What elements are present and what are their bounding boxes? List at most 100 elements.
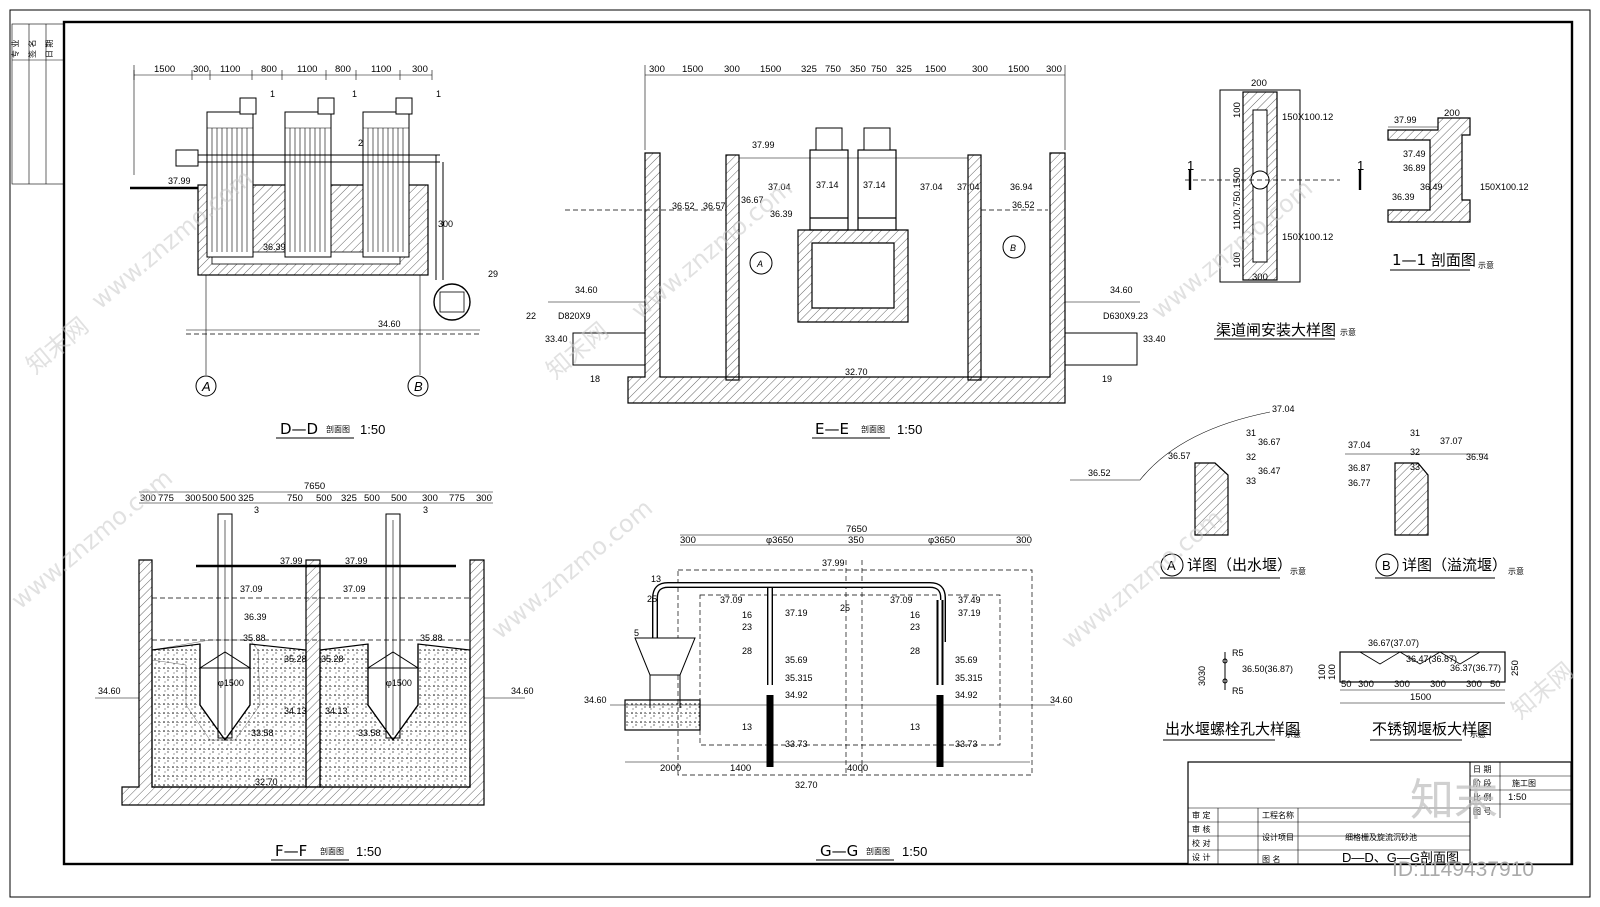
dd-elev-0: 37.99 <box>168 176 191 186</box>
db-title: 详图（溢流堰） <box>1402 556 1507 574</box>
gate-mark-1a: 1 <box>1187 158 1194 173</box>
ff-dim-3: 500 <box>202 493 218 504</box>
db-mark-1: 32 <box>1410 447 1420 457</box>
tb-item-label: 设计项目 <box>1262 832 1294 842</box>
dd-dim-0: 1500 <box>154 64 175 75</box>
gg-callout-28b: 28 <box>910 646 920 656</box>
ee-elev-16: 32.70 <box>845 367 868 377</box>
weir-dim-0: 36.67(37.07) <box>1368 638 1419 648</box>
gate-dim-2: 1100.750.1500 <box>1232 167 1243 230</box>
watermark-id: ID:1149437910 <box>1392 858 1534 881</box>
detail-1-1: 37.99 200 37.49 36.89 36.49 36.39 150X10… <box>1387 108 1529 271</box>
gg-elev-16: 32.70 <box>795 780 818 790</box>
da-note: 示意 <box>1290 566 1306 576</box>
margin-labels: 专 业 签 名 日 期 <box>10 39 54 58</box>
tb-row-1: 审 核 <box>1192 824 1211 834</box>
gg-elev-2: 37.09 <box>890 595 913 605</box>
ee-dim-8: 325 <box>896 64 912 75</box>
weir-dim-9: 1500 <box>1410 692 1431 703</box>
dd-callout-1b: 1 <box>352 89 357 99</box>
da-mark: A <box>1167 558 1176 573</box>
gg-elev-13: 34.60 <box>1050 695 1073 705</box>
da-elev-0: 37.04 <box>1272 404 1295 414</box>
dd-dim-7: 300 <box>412 64 428 75</box>
ee-title-suffix: 剖面图 <box>861 424 885 434</box>
gg-bottom-dim-0: 2000 <box>660 763 681 774</box>
gg-callout-5: 5 <box>634 628 639 638</box>
da-elev-1: 36.52 <box>1088 468 1111 478</box>
ee-callout-18: 18 <box>590 374 600 384</box>
ff-dim-4: 500 <box>220 493 236 504</box>
s11-dim-1: 200 <box>1444 108 1460 119</box>
gg-bottom-dim-2: 4000 <box>847 763 868 774</box>
dd-screens <box>206 97 413 258</box>
ee-dim-7: 750 <box>871 64 887 75</box>
db-elev-4: 36.77 <box>1348 478 1371 488</box>
weir-dim-10: 100 <box>1327 664 1338 680</box>
tb-item-value: 细格栅及旋流沉砂池 <box>1345 832 1417 842</box>
ee-elev-2: 37.14 <box>816 180 839 190</box>
weir-title: 不锈钢堰板大样图 <box>1372 720 1492 738</box>
tb-row-2: 校 对 <box>1192 838 1211 848</box>
detail-a: 37.04 36.52 36.57 36.67 36.47 31 32 33 A… <box>1070 404 1306 579</box>
gg-title-suffix: 剖面图 <box>866 846 890 856</box>
ee-dim-11: 1500 <box>1008 64 1029 75</box>
dd-dim-4: 1100 <box>297 64 317 75</box>
ff-elev-1: 37.99 <box>345 556 368 566</box>
ee-elev-7: 36.67 <box>741 195 764 205</box>
margin-label-spec: 专 业 <box>10 39 20 58</box>
gg-elev-4: 37.19 <box>785 608 808 618</box>
tb-right-2: 比 例 <box>1473 792 1492 802</box>
gg-bottom-dim-1: 1400 <box>730 763 751 774</box>
dd-title: D—D <box>280 420 318 438</box>
gg-callout-28a: 28 <box>742 646 752 656</box>
s11-dim-6: 150X100.12 <box>1480 182 1529 192</box>
ff-dim-12: 775 <box>449 493 465 504</box>
tb-project-label: 工程名称 <box>1262 810 1294 820</box>
ee-dim-0: 300 <box>649 64 665 75</box>
da-title: 详图（出水堰） <box>1187 556 1292 574</box>
gate-dim-0: 200 <box>1251 78 1267 89</box>
db-note: 示意 <box>1508 566 1524 576</box>
weir-dim-3: 300 <box>1358 679 1374 690</box>
ee-title: E—E <box>815 420 849 438</box>
bolt-note: 示意 <box>1285 729 1301 739</box>
ff-elev-8: 35.28 <box>321 654 344 664</box>
gate-mark-1b: 1 <box>1357 158 1364 173</box>
weir-dim-8: 50 <box>1490 679 1501 690</box>
watermark-corner-2: 知末网 <box>541 317 614 385</box>
gg-elev-0: 37.99 <box>822 558 845 568</box>
s11-dim-5: 36.39 <box>1392 192 1415 202</box>
gg-elev-12: 34.60 <box>584 695 607 705</box>
ff-elev-15: 32.70 <box>255 777 278 787</box>
margin-label-sign: 签 名 <box>27 39 37 58</box>
ff-dim-0: 300 <box>140 493 156 504</box>
gg-callout-23b: 23 <box>910 622 920 632</box>
ff-elev-13: 33.58 <box>251 728 274 738</box>
s11-note: 示意 <box>1478 260 1494 270</box>
tb-row-3: 设 计 <box>1192 852 1211 862</box>
gg-elev-8: 35.315 <box>785 673 813 683</box>
ff-dim-11: 300 <box>422 493 438 504</box>
ff-elev-4: 36.39 <box>244 612 267 622</box>
ff-elev-6: 35.88 <box>420 633 443 643</box>
db-elev-0: 37.04 <box>1348 440 1371 450</box>
ee-dim-1: 1500 <box>682 64 703 75</box>
bolt-dim-2: 36.50(36.87) <box>1242 664 1293 674</box>
ff-elev-12: 34.13 <box>325 706 348 716</box>
weir-dim-5: 300 <box>1430 679 1446 690</box>
dd-title-suffix: 剖面图 <box>326 424 350 434</box>
gg-callout-23a: 23 <box>742 622 752 632</box>
tb-drawing-value: D—D、G—G剖面图 <box>1342 850 1459 865</box>
ee-elev-6: 36.57 <box>703 201 726 211</box>
dd-dim-2: 1100 <box>220 64 240 75</box>
s11-dim-0: 37.99 <box>1394 115 1417 125</box>
dd-callout-1a: 1 <box>270 89 275 99</box>
detail-weir: 36.67(37.07) 36.47(36.87) 36.37(36.77) 3… <box>1317 638 1521 741</box>
dd-dim-5: 800 <box>335 64 351 75</box>
detail-b: 37.04 37.07 36.87 36.94 36.77 31 32 33 B… <box>1345 428 1524 579</box>
ee-pipe-out: D630X9.23 <box>1103 311 1148 321</box>
gg-dim-0: 300 <box>680 535 696 546</box>
db-elev-2: 36.87 <box>1348 463 1371 473</box>
ee-pipe-in: D820X9 <box>558 311 591 321</box>
